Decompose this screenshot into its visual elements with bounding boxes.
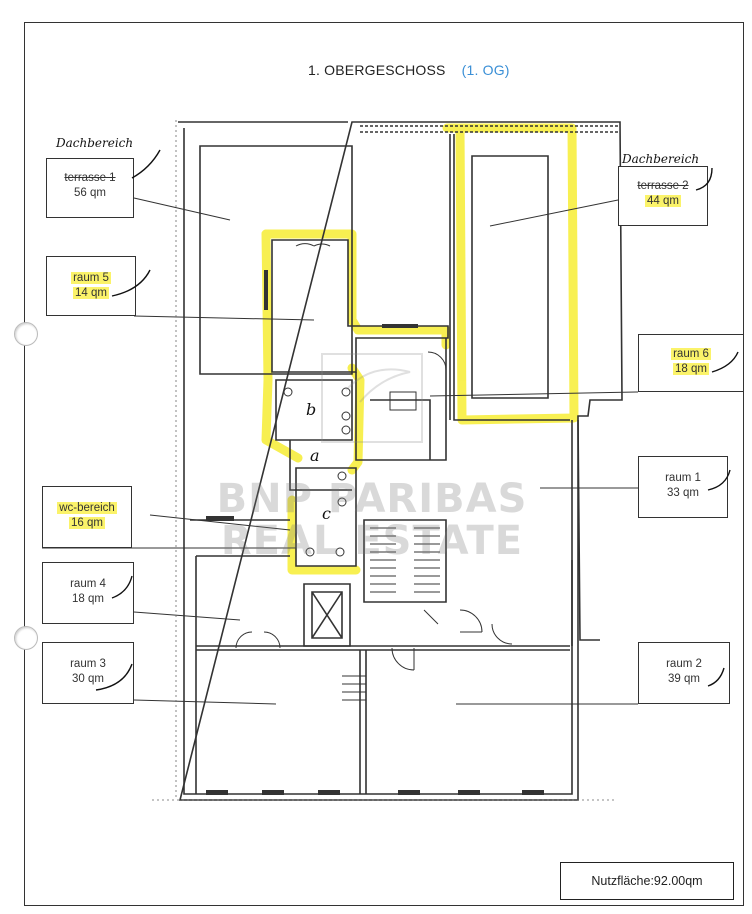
- raum6-walls: [449, 134, 570, 421]
- floor-title-main: 1. OBERGESCHOSS: [308, 62, 446, 78]
- plan-letter-b: b: [306, 400, 317, 419]
- handwritten-note-terrasse2: Dachbereich: [622, 152, 700, 166]
- usable-area-summary: Nutzfläche:92.00qm: [560, 862, 734, 900]
- top-band: [360, 125, 618, 133]
- room-area: 39 qm: [668, 673, 700, 685]
- wc-room-b: [275, 379, 353, 441]
- floor-title: 1. OBERGESCHOSS (1. OG): [308, 62, 510, 78]
- room-label-raum1: raum 1 33 qm: [638, 456, 728, 518]
- room-name: raum 2: [666, 658, 702, 670]
- punch-hole: [14, 322, 38, 346]
- room-label-terrasse2: terrasse 2 44 qm: [618, 166, 708, 226]
- windows: [206, 270, 544, 795]
- wall-hatching: [152, 120, 616, 801]
- stairs: [342, 527, 440, 701]
- sanitary-fixtures: [283, 387, 417, 557]
- room-label-raum3: raum 3 30 qm: [42, 642, 134, 704]
- handwritten-note-terrasse1: Dachbereich: [56, 136, 134, 150]
- room-name: raum 6: [671, 348, 711, 360]
- room-label-terrasse1: terrasse 1 56 qm: [46, 158, 134, 218]
- highlight-raum6: [442, 123, 579, 425]
- highlight-raum5: [261, 229, 451, 350]
- raum5-room: [271, 239, 449, 373]
- room-area: 14 qm: [73, 287, 109, 299]
- room-name: raum 5: [71, 272, 111, 284]
- room-area: 16 qm: [69, 517, 105, 529]
- stair-core: [363, 519, 447, 603]
- punch-hole: [14, 626, 38, 650]
- room-label-wc-bereich: wc-bereich 16 qm: [42, 486, 132, 548]
- room-name: wc-bereich: [57, 502, 117, 514]
- courtyard-left: [199, 145, 353, 375]
- room-area: 33 qm: [667, 487, 699, 499]
- room-name: raum 4: [70, 578, 106, 590]
- wc-room-a: [289, 440, 352, 491]
- highlight-wc-lower: [287, 495, 361, 575]
- room-name: terrasse 2: [637, 180, 689, 192]
- watermark-logo: [321, 353, 423, 443]
- room-area: 56 qm: [74, 187, 106, 199]
- room-name: terrasse 1: [64, 172, 116, 184]
- doors: [235, 243, 513, 671]
- room-label-raum6: raum 6 18 qm: [638, 334, 744, 392]
- room-name: raum 3: [70, 658, 106, 670]
- floor-title-sub: (1. OG): [461, 62, 510, 78]
- east-wall: [577, 419, 600, 641]
- room-label-raum2: raum 2 39 qm: [638, 642, 730, 704]
- leader-lines: [42, 197, 639, 705]
- room-label-raum5: raum 5 14 qm: [46, 256, 136, 316]
- room-label-raum4: raum 4 18 qm: [42, 562, 134, 624]
- plan-letter-c: c: [322, 504, 331, 523]
- courtyard-right: [471, 155, 549, 399]
- south-rooms: [196, 560, 573, 794]
- room-area: 30 qm: [72, 673, 104, 685]
- wc-room-c: [295, 467, 357, 567]
- room-area: 18 qm: [673, 363, 709, 375]
- plan-letter-a: a: [310, 446, 320, 465]
- corridor: [355, 338, 447, 461]
- drawing-sheet: [24, 22, 744, 906]
- room-area: 44 qm: [645, 195, 681, 207]
- room-name: raum 1: [665, 472, 701, 484]
- room-area: 18 qm: [72, 593, 104, 605]
